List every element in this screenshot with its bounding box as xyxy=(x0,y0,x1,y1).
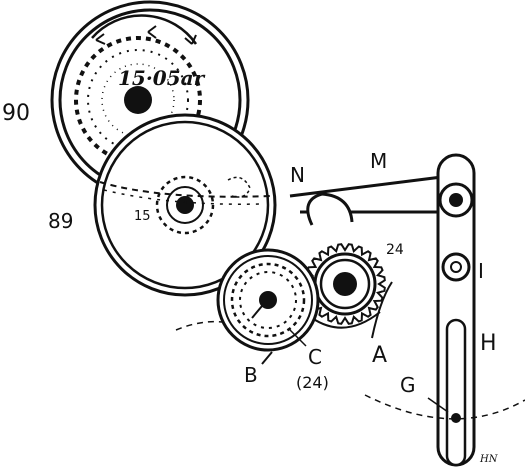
pointer-b xyxy=(261,351,273,365)
label-15: 15 xyxy=(134,209,151,224)
toothed-wheel-guard-arc xyxy=(311,311,381,329)
label-I: I xyxy=(478,259,484,283)
slotted-rod xyxy=(436,153,476,467)
label-24: 24 xyxy=(386,242,404,258)
pointer-g xyxy=(427,397,449,413)
label-M: M xyxy=(370,149,387,173)
lever-arm-m xyxy=(289,174,454,226)
click-spring xyxy=(371,281,393,339)
swing-arc-g xyxy=(364,394,525,420)
label-A: A xyxy=(372,343,387,368)
dashed-arc-left xyxy=(175,320,223,331)
wheel-b-c xyxy=(216,248,320,352)
toothed-wheel-24 xyxy=(304,243,386,329)
label-90: 90 xyxy=(2,101,30,126)
toothed-wheel-arbor xyxy=(333,272,357,296)
label-G: G xyxy=(400,373,416,397)
label-B: B xyxy=(244,363,258,387)
pointer-c xyxy=(289,329,307,347)
label-H: H xyxy=(480,331,497,356)
label-C: C xyxy=(308,345,322,369)
label-89: 89 xyxy=(48,209,73,233)
label-C-sub: (24) xyxy=(296,373,329,392)
wheel-90-ring-label: 15·05ar xyxy=(118,66,206,90)
label-N: N xyxy=(290,163,305,187)
wheel-89 xyxy=(93,113,277,297)
artist-signature: HN xyxy=(479,454,499,465)
